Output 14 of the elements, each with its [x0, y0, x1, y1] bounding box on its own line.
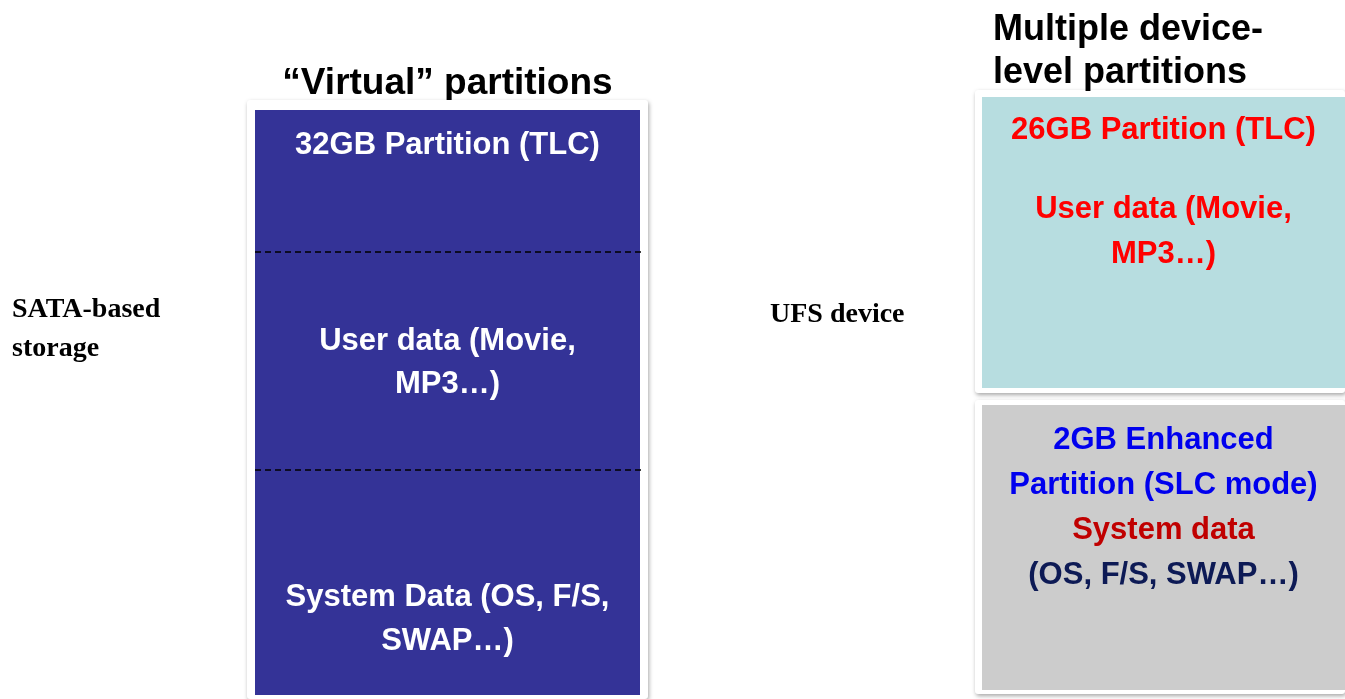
device-label: UFS device	[770, 296, 906, 330]
band-text: System Data (OS, F/S, SWAP…)	[284, 577, 611, 659]
device-label: SATA-based storage	[12, 291, 162, 365]
partition-text: 2GB Enhanced Partition (SLC mode)	[1008, 420, 1319, 503]
partition-text: User data (Movie, MP3…)	[1034, 188, 1293, 272]
partition-text: 26GB Partition (TLC)	[1010, 110, 1317, 148]
partition-card	[975, 90, 1345, 393]
partition-text: System data	[1071, 509, 1256, 548]
band-text: User data (Movie, MP3…)	[318, 320, 577, 402]
partition-card	[975, 400, 1345, 694]
partition-text: (OS, F/S, SWAP…)	[1027, 554, 1300, 593]
heading: “Virtual” partitions	[281, 62, 614, 103]
band-text: 32GB Partition (TLC)	[294, 125, 601, 163]
heading: Multiple device-level partitions	[993, 6, 1265, 93]
